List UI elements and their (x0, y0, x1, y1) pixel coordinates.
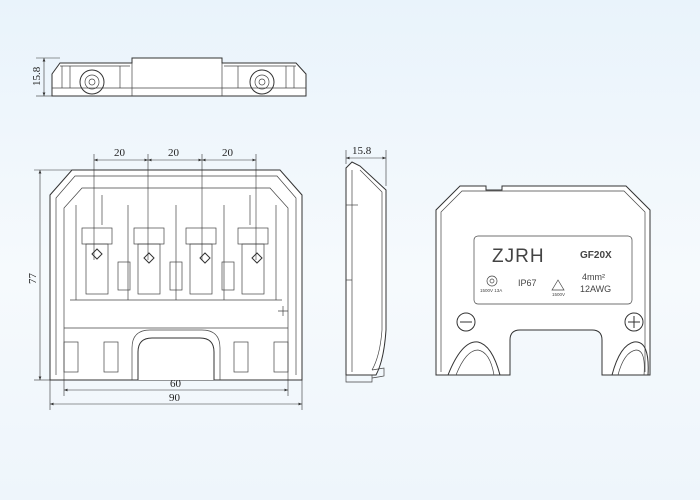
cover-view: ZJRH GF20X 1500V 13A IP67 1500V 4mm² 12A… (435, 185, 651, 376)
terminal-clips (81, 227, 269, 295)
dim-pitch-1: 20 (114, 147, 126, 159)
dim-inner-width: 60 (170, 378, 182, 390)
warning-triangle-icon (551, 279, 565, 291)
dim-total-width: 90 (169, 392, 181, 404)
minus-icon (456, 312, 476, 332)
dim-pitch-2: 20 (168, 147, 180, 159)
wire-metric-text: 4mm² (582, 272, 605, 282)
dim-front-height: 77 (27, 273, 39, 285)
cert-rating-text: 1500V 13A (480, 288, 502, 293)
certification-mark-icon (486, 275, 498, 287)
dim-pitch-3: 20 (222, 147, 234, 159)
model-text: GF20X (580, 250, 612, 261)
warning-rating-text: 1500V (552, 292, 565, 297)
brand-text: ZJRH (492, 246, 545, 267)
front-view: 20 20 20 77 60 90 (27, 147, 303, 410)
top-view: 15.8 (31, 57, 307, 97)
ip-rating-text: IP67 (518, 278, 537, 288)
plus-icon (624, 312, 644, 332)
cover-label-plate (473, 235, 633, 305)
dim-top-height: 15.8 (31, 66, 43, 86)
wire-awg-text: 12AWG (580, 284, 611, 294)
dim-side-width: 15.8 (352, 145, 372, 157)
side-view: 15.8 (345, 145, 387, 383)
